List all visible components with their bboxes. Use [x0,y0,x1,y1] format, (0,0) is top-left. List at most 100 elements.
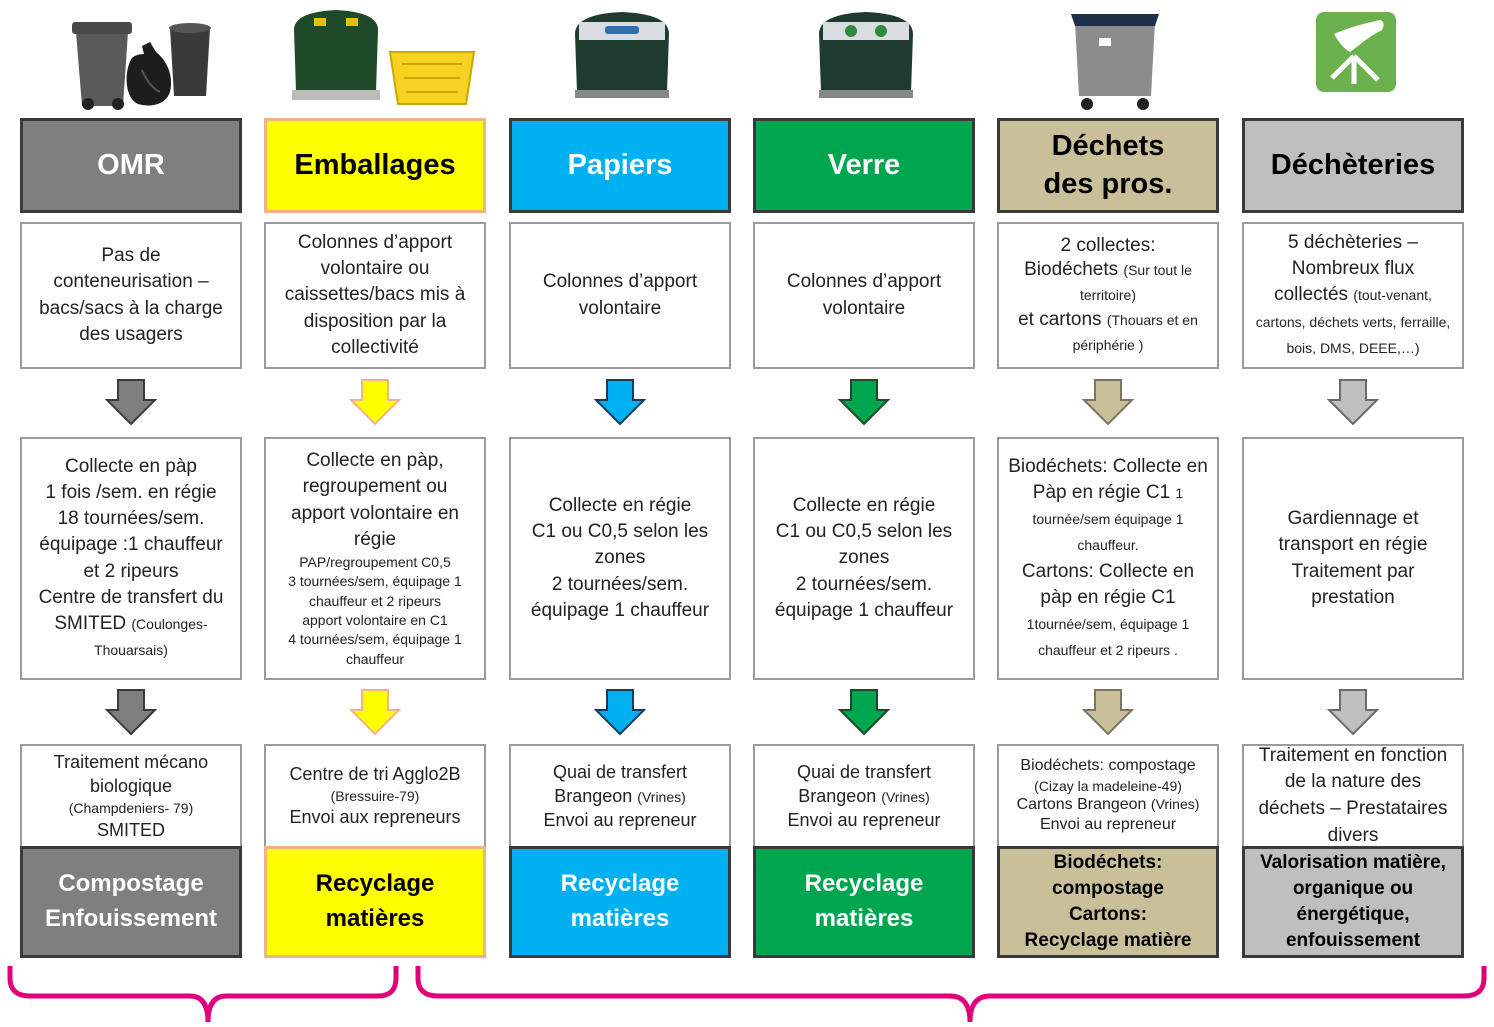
result-verre: Recyclage matières [753,846,975,958]
header-title: Déchets des pros. [1043,129,1173,200]
result-line: matières [814,905,914,932]
header-title: Verre [827,148,901,181]
arrow-down-icon [1327,689,1379,736]
collection-line: Cartons: Collecte en pàp en régie C1 [1021,560,1195,608]
collection-line: équipage 1 chauffeur [774,599,954,621]
header-emballages: Emballages [264,118,486,213]
collection-note: (Coulonges-Thouarsais) [94,615,208,659]
arrow-down-icon [1327,379,1379,426]
collection-line: Collecte en pàp [64,455,198,477]
result-line: Biodéchets: [1053,851,1163,873]
result-line: Enfouissement [44,905,218,932]
collection-small: 3 tournées/sem, équipage 1 chauffeur et … [288,573,462,609]
arrow-down-icon [105,379,157,426]
collection-small: PAP/regroupement C0,5 [299,554,451,570]
description-text: Colonnes d’apport volontaire [542,271,698,319]
destination-note: (Cizay la madeleine-49) [1034,777,1182,794]
arrow-down-icon [105,689,157,736]
wheelie-container-icon [1071,14,1159,110]
description-line: Biodéchets [1024,259,1119,281]
destination-note: (Vrines) [1150,795,1200,812]
collection-small: apport volontaire en C1 [302,611,448,628]
destination-extra: Envoi aux repreneurs [289,807,461,828]
result-decheteries: Valorisation matière, organique ou énerg… [1242,846,1464,958]
result-line: Recyclage [315,870,435,898]
collection-emballages: Collecte en pàp, regroupement ou apport … [264,437,486,680]
destination-line: Cartons Brangeon [1016,795,1147,813]
collection-line: C1 ou C0,5 selon les zones [531,521,709,569]
collection-line: Traitement par prestation [1291,560,1415,608]
collection-pros: Biodéchets: Collecte en Pàp en régie C1 … [997,437,1219,680]
result-line: Recyclage [804,870,924,898]
result-papiers: Recyclage matières [509,846,731,958]
arrow-down-icon [1082,689,1134,736]
header-verre: Verre [753,118,975,213]
header-title: Emballages [294,148,456,181]
collection-line: Collecte en régie [792,494,936,516]
header-title: Déchèteries [1270,148,1436,181]
description-decheteries: 5 déchèteries – Nombreux flux collectés … [1242,222,1464,369]
arrow-down-icon [349,689,401,736]
collection-note: 1 tournée/sem équipage 1 chauffeur. [1032,484,1184,554]
arrow-down-icon [1082,379,1134,426]
collection-note: 1tournée/sem, équipage 1 chauffeur et 2 … [1026,615,1190,659]
destination-note: (Vrines) [881,788,930,805]
header-pros: Déchets des pros. [997,118,1219,213]
destination-text: Quai de transfert [796,761,932,782]
destination-text: Centre de tri Agglo2B [289,764,461,785]
container-crate-icon [292,10,476,105]
description-text: Colonnes d’apport volontaire [786,271,942,319]
destination-name: Brangeon [798,785,877,806]
header-papiers: Papiers [509,118,731,213]
destination-extra: Envoi au repreneur [787,810,941,831]
collection-line: C1 ou C0,5 selon les zones [775,521,953,569]
result-line: Valorisation matière, organique ou énerg… [1260,851,1446,952]
result-line: matières [570,905,670,932]
collection-small: 4 tournées/sem, équipage 1 chauffeur [288,631,462,667]
description-line: 5 déchèteries – Nombreux flux collectés [1274,231,1418,306]
collection-line: Collecte en régie [548,494,692,516]
grouping-brackets [7,966,1487,1023]
description-text: Colonnes d’apport volontaire ou caissett… [284,231,466,358]
collection-line: 18 tournées/sem. [57,508,205,530]
arrow-down-icon [594,379,646,426]
destination-papiers: Quai de transfert Brangeon (Vrines) Envo… [509,744,731,846]
result-emballages: Recyclage matières [264,846,486,958]
collection-decheteries: Gardiennage et transport en régie Traite… [1242,437,1464,680]
result-pros: Biodéchets: compostage Cartons: Recyclag… [997,846,1219,958]
description-note: (Thouars et en périphérie ) [1072,311,1198,353]
header-omr: OMR [20,118,242,213]
destination-extra: Envoi au repreneur [543,810,697,831]
arrow-down-icon [838,689,890,736]
destination-text: Traitement mécano biologique [53,752,209,797]
column-pros: Déchets des pros. 2 collectes: Biodéchet… [997,0,1223,1000]
header-title: Papiers [567,148,673,181]
arrow-down-icon [838,379,890,426]
description-omr: Pas de conteneurisation – bacs/sacs à la… [20,222,242,369]
collection-papiers: Collecte en régie C1 ou C0,5 selon les z… [509,437,731,680]
result-line: matières [325,905,425,932]
description-line: et cartons [1018,308,1102,330]
left-bracket [7,966,399,1023]
destination-emballages: Centre de tri Agglo2B (Bressuire-79) Env… [264,744,486,846]
destination-note: (Vrines) [637,788,686,805]
destination-note: (Champdeniers- 79) [68,799,194,816]
header-decheteries: Déchèteries [1242,118,1464,213]
collection-line: équipage 1 chauffeur [530,599,710,621]
arrow-down-icon [349,379,401,426]
destination-line: Biodéchets: compostage [1020,756,1196,774]
destination-text: Traitement en fonction de la nature des … [1258,744,1448,846]
collection-line: 2 tournées/sem. [795,573,933,595]
column-papiers: Papiers Colonnes d’apport volontaire Col… [509,0,735,1000]
description-papiers: Colonnes d’apport volontaire [509,222,731,369]
destination-omr: Traitement mécano biologique (Champdenie… [20,744,242,846]
description-note: (Sur tout le territoire) [1079,262,1192,304]
collection-line: Centre de transfert du SMITED [38,586,224,634]
description-verre: Colonnes d’apport volontaire [753,222,975,369]
collection-line: Collecte en pàp, regroupement ou apport … [291,450,459,550]
description-note: (tout-venant, cartons, déchets verts, fe… [1255,287,1451,356]
result-omr: Compostage Enfouissement [20,846,242,958]
description-line: 2 collectes: [1060,234,1156,256]
result-line: compostage [1052,877,1164,899]
decheterie-logo-icon [1316,12,1396,92]
